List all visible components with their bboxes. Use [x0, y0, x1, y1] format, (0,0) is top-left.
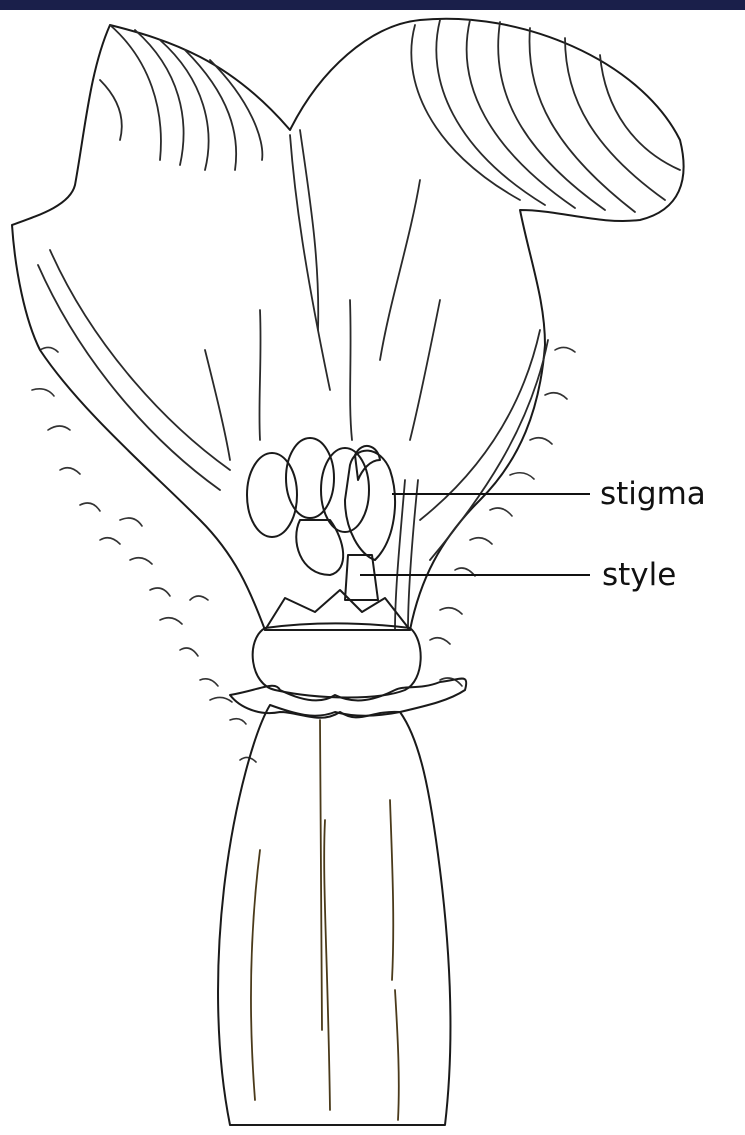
ovary-ridges — [251, 720, 399, 1120]
stigma — [345, 451, 395, 560]
top-border — [0, 0, 745, 10]
left-petal-stripes — [100, 25, 262, 170]
style — [345, 555, 378, 600]
stigma-label: stigma — [600, 476, 706, 512]
style-label: style — [602, 557, 676, 593]
petal-veins — [38, 130, 548, 560]
right-petal-stripes — [411, 20, 680, 212]
